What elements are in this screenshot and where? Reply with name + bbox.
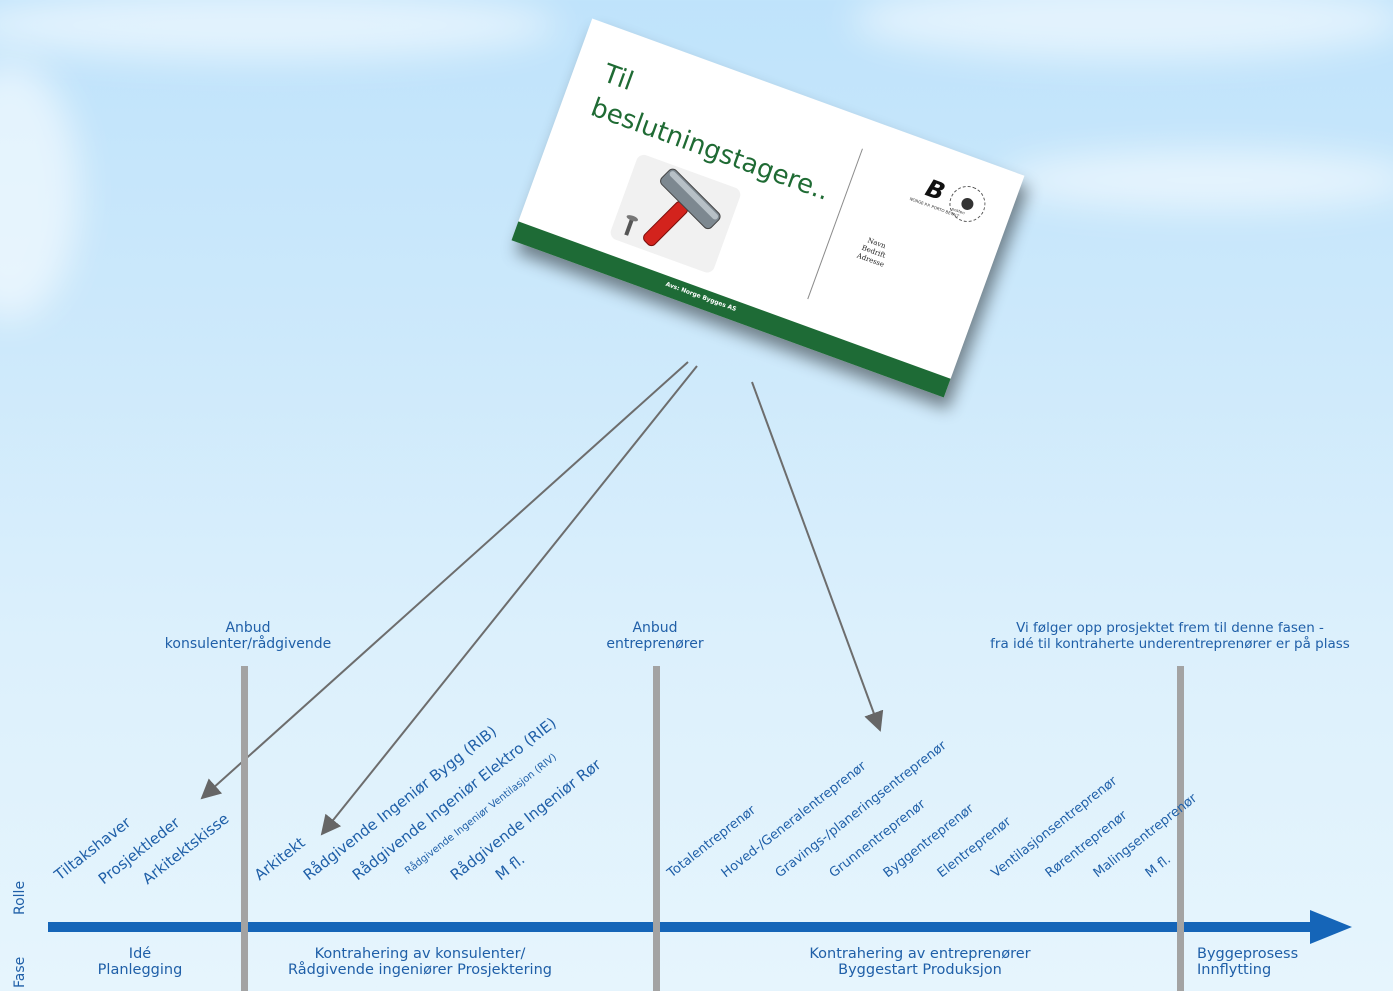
phase-line: Innflytting: [1197, 962, 1272, 978]
postcard: Til beslutningstagere.. B NORGE P.P. POR…: [511, 18, 1025, 398]
phase-line: Kontrahering av konsulenter/: [314, 946, 526, 962]
header-anbud-entreprenorer: Anbud entreprenører: [580, 620, 730, 652]
arrow-to-arkitekt: [320, 365, 698, 836]
phase-line: Planlegging: [97, 962, 183, 978]
timeline-arrow-head: [1310, 910, 1352, 944]
header-oppfolging: Vi følger opp prosjektet frem til denne …: [950, 620, 1390, 652]
phase-line: Idé: [128, 946, 152, 962]
phase-konsulenter: Kontrahering av konsulenter/ Rådgivende …: [250, 946, 590, 978]
header-line: fra idé til kontraherte underentreprenør…: [990, 636, 1350, 652]
phase-line: Kontrahering av entreprenører: [809, 946, 1031, 962]
header-line: konsulenter/rådgivende: [164, 636, 332, 652]
arrow-to-entreprenor: [751, 381, 884, 732]
axis-label-rolle: Rolle: [12, 880, 28, 915]
header-line: Anbud: [225, 620, 271, 636]
axis-label-fase: Fase: [12, 956, 28, 988]
header-line: Vi følger opp prosjektet frem til denne …: [1016, 620, 1324, 636]
hammer-icon: [607, 153, 743, 279]
divider-konsulenter: [241, 666, 248, 991]
phase-byggeprosess: Byggeprosess Innflytting: [1197, 946, 1347, 978]
cloud-decoration: [1000, 150, 1393, 210]
phase-line: Byggeprosess: [1197, 946, 1299, 962]
arrow-to-tiltakshaver: [200, 361, 689, 800]
phase-line: Byggestart Produksjon: [838, 962, 1002, 978]
phase-ide: Idé Planlegging: [80, 946, 200, 978]
divider-oppfolging: [1177, 666, 1184, 991]
divider-entreprenorer: [653, 666, 660, 991]
header-line: entreprenører: [606, 636, 704, 652]
phase-entreprenorer: Kontrahering av entreprenører Byggestart…: [740, 946, 1100, 978]
cloud-decoration: [0, 0, 560, 60]
header-line: Anbud: [632, 620, 678, 636]
phase-line: Rådgivende ingeniører Prosjektering: [288, 962, 552, 978]
header-anbud-konsulenter: Anbud konsulenter/rådgivende: [143, 620, 353, 652]
